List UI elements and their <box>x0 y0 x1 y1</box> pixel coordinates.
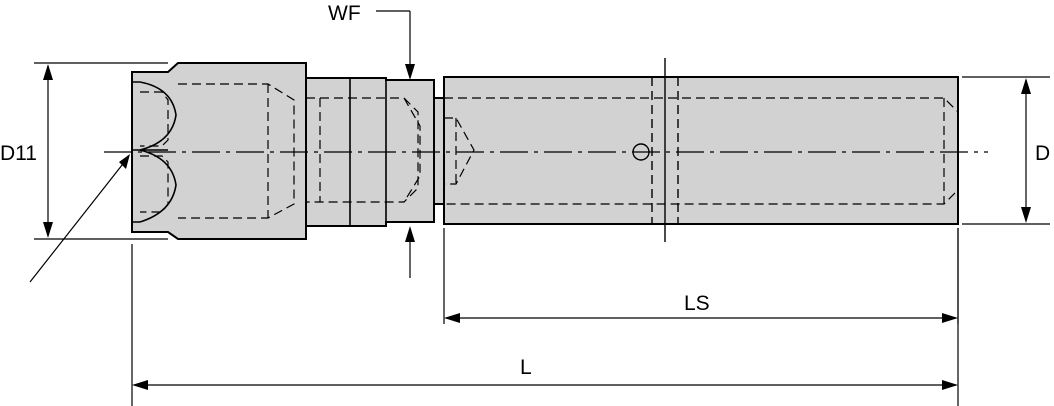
l-dimension <box>131 228 959 406</box>
l-label: L <box>520 356 532 379</box>
ls-label: LS <box>684 292 710 315</box>
wf-dimension <box>376 10 415 278</box>
d11-dimension <box>29 62 168 283</box>
d-dimension <box>962 76 1050 225</box>
wf-label: WF <box>328 2 361 25</box>
d11-label: D11 <box>0 142 37 165</box>
d-label: D <box>1035 142 1050 165</box>
shank <box>443 58 959 242</box>
wf-spacer <box>433 97 445 205</box>
collet-nut <box>131 62 435 240</box>
